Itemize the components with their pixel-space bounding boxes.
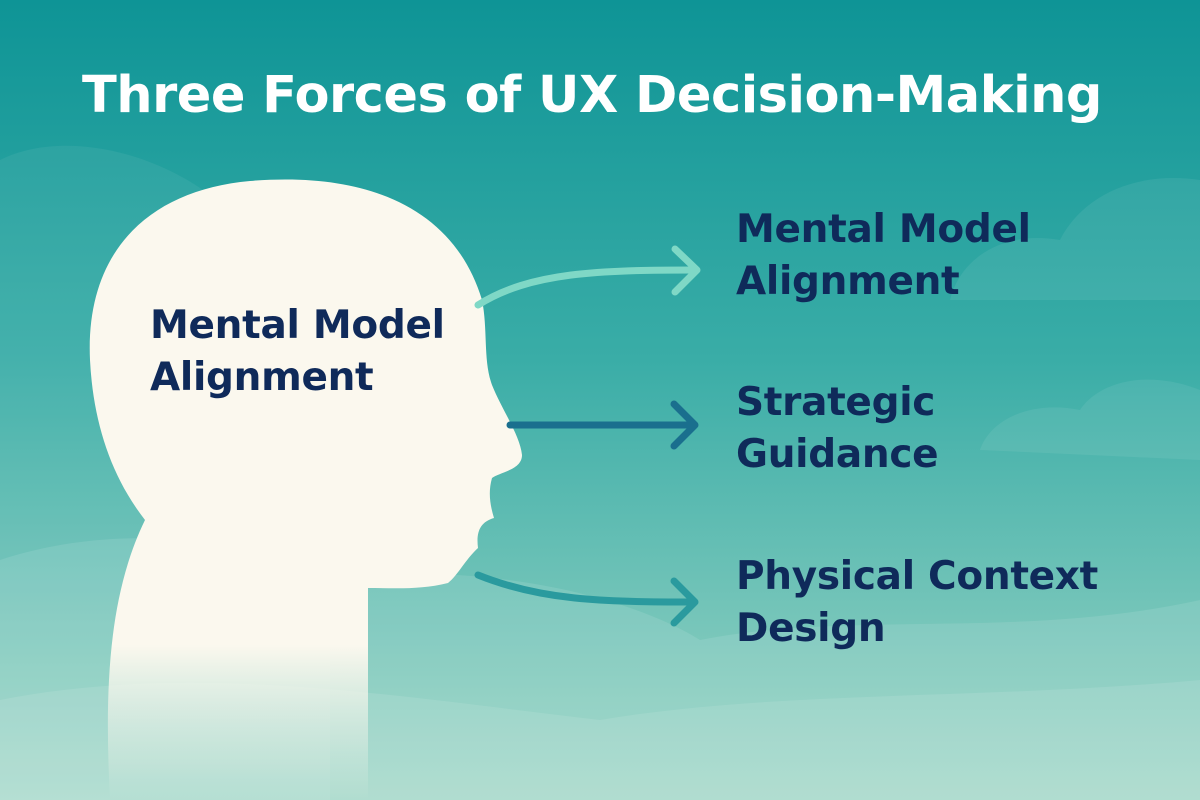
force-label-1-line-1: Mental Model [736, 207, 1031, 252]
force-label-physical-context-design: Physical Context Design [736, 551, 1098, 655]
diagram-title: Three Forces of UX Decision-Making [82, 66, 1102, 125]
arrow-right-icon-1 [474, 245, 701, 309]
cloud-shape-right-top [950, 178, 1200, 300]
head-label-line-1: Mental Model [150, 303, 445, 348]
head-label: Mental Model Alignment [150, 300, 445, 404]
human-head-silhouette-icon [89, 179, 522, 800]
force-label-mental-model-alignment: Mental Model Alignment [736, 204, 1031, 308]
force-label-3-line-2: Design [736, 606, 886, 651]
force-label-3-line-1: Physical Context [736, 554, 1099, 599]
arrow-right-icon-3 [474, 571, 699, 627]
cloud-shape-right-mid [980, 379, 1200, 460]
force-label-2-line-2: Guidance [736, 432, 939, 477]
head-label-line-2: Alignment [150, 355, 374, 400]
force-label-2-line-1: Strategic [736, 380, 936, 425]
force-label-strategic-guidance: Strategic Guidance [736, 377, 939, 481]
force-label-1-line-2: Alignment [736, 259, 960, 304]
arrow-right-icon-2 [506, 400, 699, 450]
